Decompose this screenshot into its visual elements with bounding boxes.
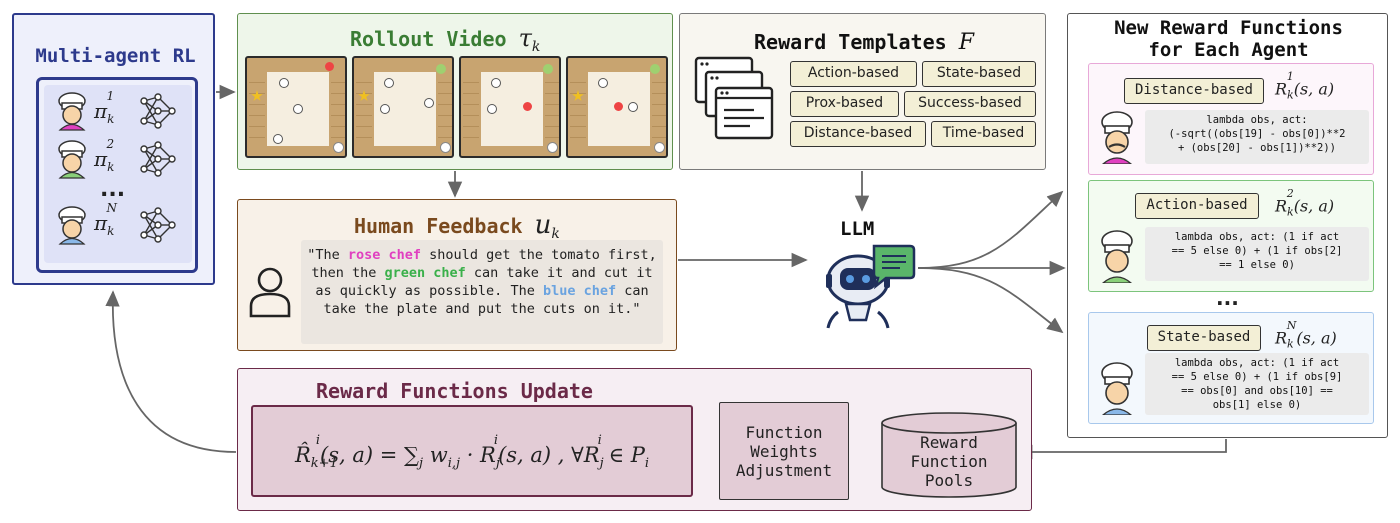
reward-function-agent-N[interactable]: State-based RkN(s, a) lambda obs, act: (… [1088,312,1374,424]
rf-symbol-2: Rk2(s, a) [1275,187,1335,219]
chef-green-icon [58,140,86,179]
function-weights-adjustment-box[interactable]: Function Weights Adjustment [719,402,849,500]
green-chef-highlight: green chef [384,265,466,281]
template-distance-based[interactable]: Distance-based [790,121,926,147]
new-reward-functions-panel: New Reward Functions for Each Agent Dist… [1067,13,1388,438]
rf-code-N: lambda obs, act: (1 if act == 5 else 0) … [1145,353,1369,415]
chef-blue-icon [58,206,86,245]
templates-title: Reward Templates F [754,30,974,55]
rf-template-label: State-based [1147,325,1261,351]
reward-function-pools-label: Reward Function Pools [910,433,988,490]
template-success-based[interactable]: Success-based [904,91,1036,117]
rollout-frame-4[interactable] [566,56,668,158]
rose-chef-highlight: rose chef [347,247,422,263]
reward-function-agent-1[interactable]: Distance-based Rk1(s, a) lambda obs, act… [1088,63,1374,175]
human-feedback-title: Human Feedback uk [354,210,560,242]
template-time-based[interactable]: Time-based [931,121,1036,147]
llm-label: LLM [840,218,875,240]
arrow-llm-to-agentN [917,267,1064,334]
chef-rose-mustache-icon [1101,111,1133,164]
agent-ellipsis: ... [1216,286,1239,310]
template-state-based[interactable]: State-based [922,61,1036,87]
rf-code-1: lambda obs, act: (-sqrt((obs[19] - obs[0… [1145,110,1369,164]
rollout-frame-1[interactable] [245,56,347,158]
arrow-newrf-to-pools [1016,439,1227,460]
chef-blue-icon [1101,362,1133,415]
human-feedback-panel: Human Feedback uk "The rose chef should … [237,199,677,351]
reward-function-pools-cylinder[interactable] [880,411,1018,499]
llm-robot-icon [826,244,916,329]
rollout-frame-2[interactable] [352,56,454,158]
neural-network-icon [140,207,176,243]
policy-ellipsis: ... [100,177,126,202]
reward-templates-panel: Reward Templates F Action-based State-ba… [679,13,1046,170]
policy-1: πk1 [94,89,115,126]
reward-functions-update-panel: Reward Functions Update R̂k+1i(s, a) = ∑… [237,368,1032,511]
rf-code-2: lambda obs, act: (1 if act == 5 else 0) … [1145,227,1369,281]
new-rf-title: New Reward Functions for Each Agent [1114,17,1343,61]
code-templates-icon [694,56,774,140]
rollout-video-panel: Rollout Video τk [237,13,673,170]
blue-chef-highlight: blue chef [542,283,617,299]
training-loop-frame [36,77,198,273]
template-action-based[interactable]: Action-based [790,61,917,87]
rollout-title: Rollout Video τk [350,24,541,55]
reward-function-agent-2[interactable]: Action-based Rk2(s, a) lambda obs, act: … [1088,180,1374,292]
arrow-llm-to-agent1 [917,190,1064,269]
marl-title: Multi-agent RL [35,45,196,67]
rf-template-label: Action-based [1135,193,1259,219]
rollout-frame-3[interactable] [459,56,561,158]
update-title: Reward Functions Update [316,379,593,403]
policy-N: πkN [94,201,117,238]
chef-rose-icon [58,92,86,131]
template-prox-based[interactable]: Prox-based [790,91,899,117]
multi-agent-rl-panel: Multi-agent RL πk1 πk2 ... [12,13,215,285]
rf-symbol-N: RkN(s, a) [1275,319,1337,351]
chef-green-icon [1101,230,1133,283]
policy-2: πk2 [94,137,115,174]
feedback-quote: "The rose chef should get the tomato fir… [301,240,663,344]
rf-symbol-1: Rk1(s, a) [1275,70,1335,102]
neural-network-icon [140,93,176,129]
update-formula: R̂k+1i(s, a) = ∑j wi,j · Rji(s, a) , ∀Rj… [251,405,693,497]
arrow-update-to-marl [105,290,237,453]
rf-template-label: Distance-based [1124,78,1264,104]
person-icon [249,267,291,318]
neural-network-icon [140,141,176,177]
